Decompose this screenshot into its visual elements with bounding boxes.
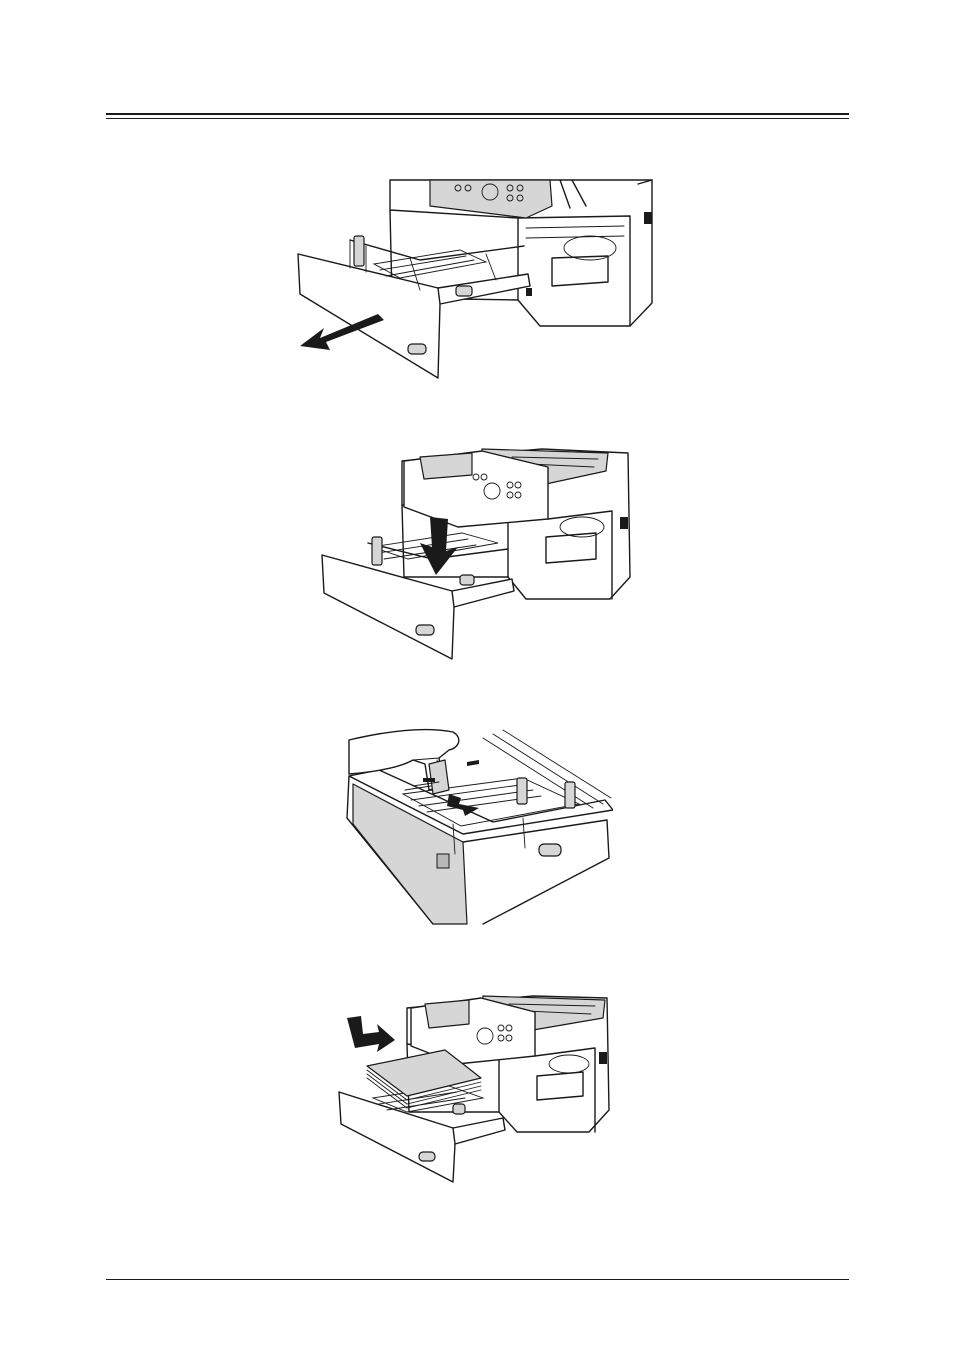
- header-rule-thin: [106, 118, 849, 119]
- press-down-plate-illustration: [312, 447, 638, 662]
- pull-out-tray-illustration: [290, 178, 660, 383]
- adjust-paper-guide-illustration: [343, 724, 613, 927]
- header-rule: [106, 113, 849, 115]
- load-paper-illustration: [333, 992, 615, 1184]
- footer-rule: [106, 1279, 849, 1280]
